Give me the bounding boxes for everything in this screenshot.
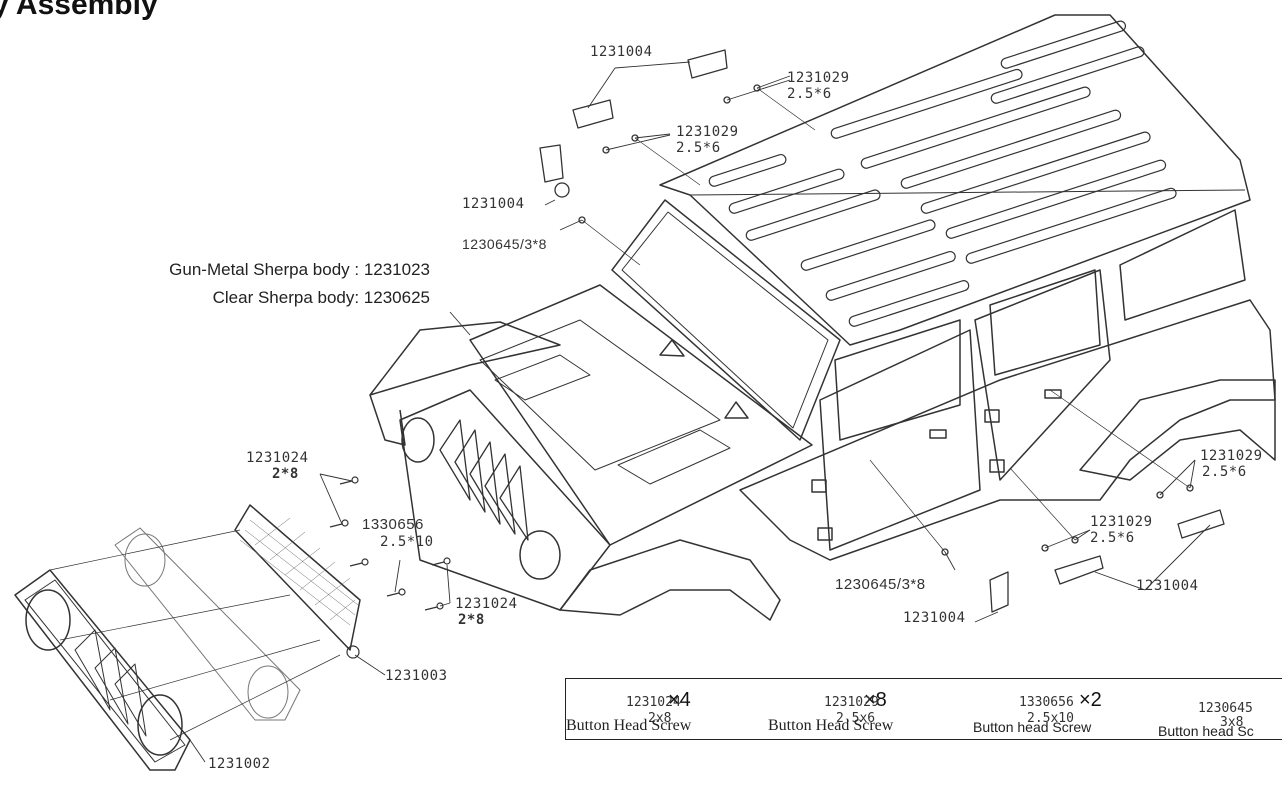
body-note-gunmetal: Gun-Metal Sherpa body : 1231023 xyxy=(169,260,430,279)
callout-mesh-screw-size: 2.5*10 xyxy=(380,534,434,550)
legend-name: Button Head Screw xyxy=(566,717,692,734)
front-grille-bumper xyxy=(14,569,191,771)
callout-door-screw: 1231029 xyxy=(1090,514,1153,530)
callout-grille-screw-top-size: 2*8 xyxy=(272,466,299,482)
screw-legend: ×4 1231024 2x8 Button Head Screw ×8 1231… xyxy=(565,678,1282,740)
body-note-clear: Clear Sherpa body: 1230625 xyxy=(212,288,430,307)
callout-mirror: 1231004 xyxy=(462,196,525,212)
legend-qty: ×8 xyxy=(864,689,887,711)
legend-cell-1231024: ×4 1231024 2x8 Button Head Screw xyxy=(566,679,766,739)
callout-door-hinge: 1231004 xyxy=(1136,578,1199,594)
callout-rear-screw-size: 2.5*6 xyxy=(1202,464,1247,480)
callout-screw-mid-size: 2.5*6 xyxy=(676,140,721,156)
legend-part-number: 1231024 xyxy=(626,695,681,710)
legend-name: Button head Screw xyxy=(973,719,1092,735)
legend-qty: ×2 xyxy=(1079,689,1102,711)
callout-mesh: 1231003 xyxy=(385,668,448,684)
callout-screw-mid: 1231029 xyxy=(676,124,739,140)
callout-mirror-screw: 1230645/3*8 xyxy=(462,236,547,252)
legend-part-number: 1231029 xyxy=(824,695,879,710)
callout-bumper: 1231002 xyxy=(208,756,271,772)
legend-qty: ×4 xyxy=(668,689,691,711)
callout-grille-screw-bottom-size: 2*8 xyxy=(458,612,485,628)
callout-lower-mirror-screw: 1230645/3*8 xyxy=(835,576,926,593)
legend-cell-1330656: ×2 1330656 2.5x10 Button head Screw xyxy=(971,679,1151,739)
grille-frame xyxy=(114,527,301,721)
legend-part-number: 1330656 xyxy=(1019,695,1074,710)
sherpa-body-shell xyxy=(369,14,1276,621)
page-title: y Assembly xyxy=(0,0,158,21)
callout-lower-mirror: 1231004 xyxy=(903,610,966,626)
lower-hinges xyxy=(941,484,1225,613)
mesh-insert xyxy=(234,504,361,651)
grille-screws xyxy=(329,476,451,659)
legend-part-number: 1230645 xyxy=(1198,701,1253,716)
upper-hinges xyxy=(539,49,761,224)
callout-door-screw-size: 2.5*6 xyxy=(1090,530,1135,546)
callout-grille-screw-bottom: 1231024 xyxy=(455,596,518,612)
legend-cell-1231029: ×8 1231029 2.5x6 Button Head Screw xyxy=(766,679,966,739)
legend-size: 3x8 xyxy=(1220,715,1244,730)
legend-size: 2.5x10 xyxy=(1027,711,1074,726)
legend-name: Button Head Screw xyxy=(768,717,894,734)
legend-name: Button head Sc xyxy=(1158,723,1254,739)
callout-screw-top-size: 2.5*6 xyxy=(787,86,832,102)
legend-size: 2.5x6 xyxy=(836,711,876,726)
callout-hinge-top: 1231004 xyxy=(590,44,653,60)
leader-lines xyxy=(49,61,1211,763)
callout-screw-top: 1231029 xyxy=(787,70,850,86)
callout-rear-screw: 1231029 xyxy=(1200,448,1263,464)
legend-size: 2x8 xyxy=(648,711,672,726)
legend-cell-1230645: 1230645 3x8 Button head Sc xyxy=(1156,679,1282,739)
callout-grille-screw-top: 1231024 xyxy=(246,450,309,466)
callout-mesh-screw: 1330656 xyxy=(362,516,424,533)
